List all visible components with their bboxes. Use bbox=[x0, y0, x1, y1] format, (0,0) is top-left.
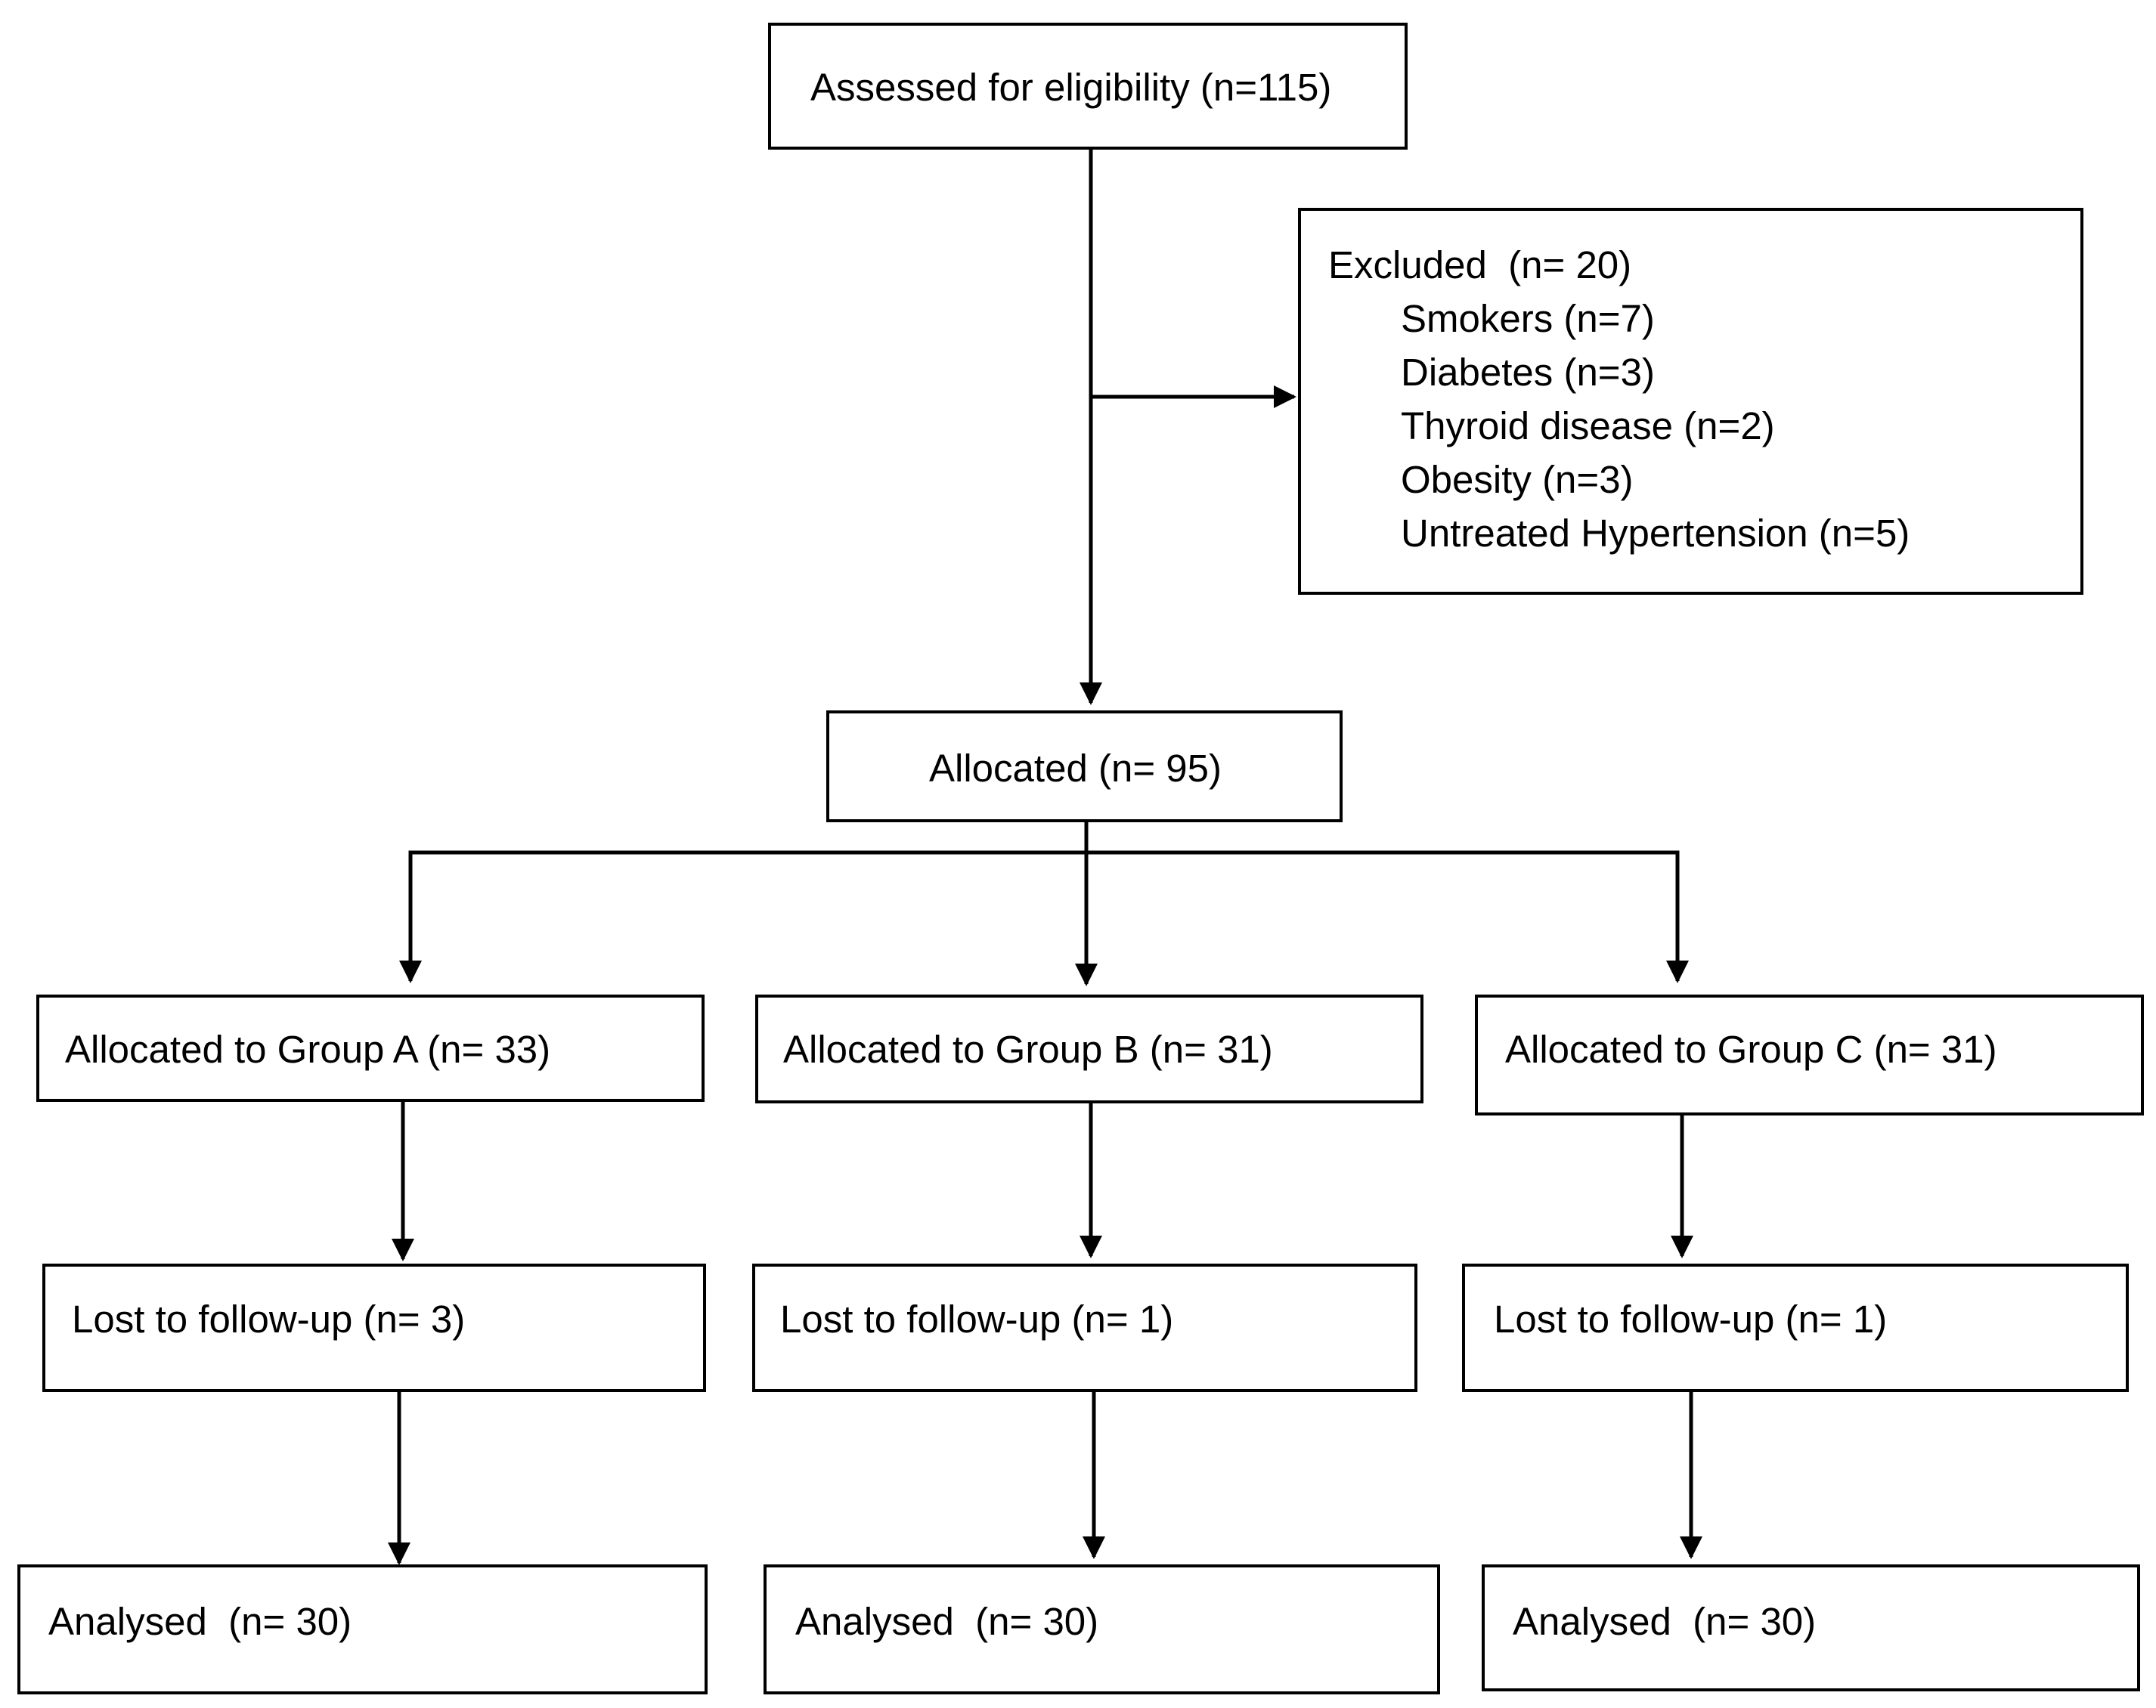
group-b-lost-box: Lost to follow-up (n= 1) bbox=[752, 1264, 1417, 1392]
group-c-lost-label: Lost to follow-up (n= 1) bbox=[1494, 1298, 1888, 1341]
group-c-lost-box: Lost to follow-up (n= 1) bbox=[1462, 1264, 2129, 1392]
excluded-reason: Smokers (n=7) bbox=[1401, 297, 1655, 340]
assessed-label: Assessed for eligibility (n=115) bbox=[810, 66, 1332, 109]
group-b-analysed-box: Analysed (n= 30) bbox=[764, 1564, 1440, 1694]
group-c-analysed-label: Analysed (n= 30) bbox=[1513, 1600, 1817, 1643]
group-a-allocated-label: Allocated to Group A (n= 33) bbox=[65, 1028, 551, 1071]
group-a-lost-label: Lost to follow-up (n= 3) bbox=[72, 1298, 466, 1341]
group-b-allocated-box: Allocated to Group B (n= 31) bbox=[755, 995, 1423, 1103]
group-c-allocated-box: Allocated to Group C (n= 31) bbox=[1475, 995, 2144, 1115]
excluded-reason: Untreated Hypertension (n=5) bbox=[1401, 512, 1910, 555]
group-a-analysed-label: Analysed (n= 30) bbox=[48, 1600, 352, 1643]
split-bar bbox=[408, 850, 1680, 981]
excluded-reason: Thyroid disease (n=2) bbox=[1401, 404, 1775, 447]
group-b-lost-label: Lost to follow-up (n= 1) bbox=[780, 1298, 1174, 1341]
group-a-allocated-box: Allocated to Group A (n= 33) bbox=[36, 995, 705, 1102]
group-c-analysed-box: Analysed (n= 30) bbox=[1482, 1564, 2140, 1691]
allocated-box: Allocated (n= 95) bbox=[826, 710, 1343, 822]
group-b-allocated-label: Allocated to Group B (n= 31) bbox=[783, 1028, 1273, 1071]
assessed-box: Assessed for eligibility (n=115) bbox=[768, 23, 1408, 150]
excluded-reason: Obesity (n=3) bbox=[1401, 458, 1634, 501]
excluded-title: Excluded (n= 20) bbox=[1328, 243, 1632, 286]
excluded-reason: Diabetes (n=3) bbox=[1401, 351, 1655, 394]
group-c-allocated-label: Allocated to Group C (n= 31) bbox=[1505, 1028, 1997, 1071]
group-a-analysed-box: Analysed (n= 30) bbox=[17, 1564, 708, 1694]
allocated-label: Allocated (n= 95) bbox=[929, 747, 1222, 790]
group-a-lost-box: Lost to follow-up (n= 3) bbox=[42, 1264, 706, 1392]
excluded-box: Excluded (n= 20) Smokers (n=7) Diabetes … bbox=[1298, 208, 2083, 595]
group-b-analysed-label: Analysed (n= 30) bbox=[795, 1600, 1099, 1643]
